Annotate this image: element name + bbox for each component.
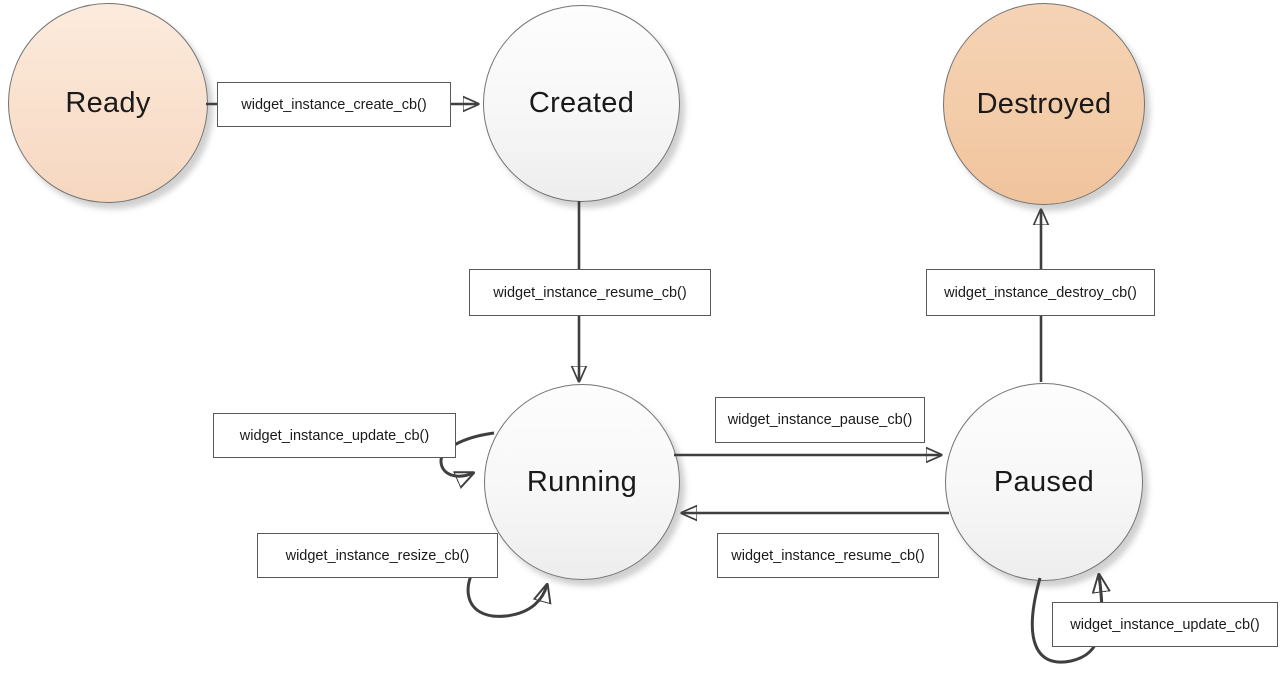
state-label-destroyed: Destroyed [976,87,1112,120]
self-loop-running-update [439,431,495,476]
edge-label-destroy-cb: widget_instance_destroy_cb() [926,269,1155,316]
edge-label-resume-cb-bottom: widget_instance_resume_cb() [717,533,939,578]
state-label-paused: Paused [993,465,1095,498]
edge-label-update-cb-paused: widget_instance_update_cb() [1052,602,1278,647]
edge-label-update-cb-running: widget_instance_update_cb() [213,413,456,458]
state-node-destroyed: Destroyed [943,3,1145,205]
edge-label-resize-cb: widget_instance_resize_cb() [257,533,498,578]
state-node-created: Created [483,5,680,202]
edge-label-pause-cb: widget_instance_pause_cb() [715,397,925,443]
state-node-running: Running [484,384,680,580]
state-node-ready: Ready [8,3,208,203]
state-label-created: Created [528,87,635,119]
state-label-running: Running [526,465,638,498]
state-node-paused: Paused [945,383,1143,581]
edge-label-resume-cb-top: widget_instance_resume_cb() [469,269,711,316]
edge-label-create-cb: widget_instance_create_cb() [217,82,451,127]
state-label-ready: Ready [65,86,151,119]
